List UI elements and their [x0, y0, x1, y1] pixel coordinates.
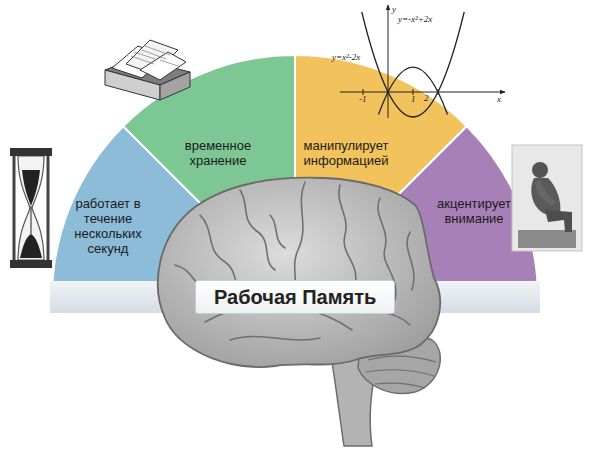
sulcus-line — [270, 215, 285, 248]
statue-arm — [536, 180, 556, 206]
photo-frame — [512, 145, 582, 251]
cerebellum-folds — [366, 356, 436, 388]
hourglass-post — [13, 156, 16, 260]
text-holder: работает в течение нескольких секунд — [65, 196, 151, 256]
title-band: Рабочая Память — [195, 280, 395, 314]
base-strip — [50, 281, 540, 313]
file-box-icon — [105, 40, 190, 100]
statue-head — [532, 162, 548, 178]
function-graph — [340, 5, 505, 118]
graph-label: y=-x²+2x — [398, 14, 432, 24]
statue-torso — [531, 178, 560, 214]
graph-label: 2 — [424, 93, 429, 103]
text-holder: временное хранение — [170, 138, 266, 168]
sulcus-line — [230, 336, 320, 340]
hourglass-sand — [22, 170, 40, 206]
sulcus-line — [200, 215, 250, 295]
parabola-curve — [362, 12, 464, 117]
graph-label: -1 — [359, 94, 367, 104]
cerebrum — [158, 178, 440, 367]
graph-label: 1 — [411, 94, 416, 104]
sulcus-line — [205, 304, 352, 330]
graph-label: x — [497, 94, 501, 104]
sand-stream — [31, 206, 32, 234]
brain-gyri — [175, 182, 414, 340]
y-axis — [388, 5, 389, 118]
thinker-picture — [512, 145, 582, 251]
graph-label: y=x²-2x — [332, 52, 360, 62]
hourglass-plate — [10, 148, 52, 156]
text-holder: акцентирует внимание — [431, 196, 517, 226]
paper-lines — [131, 46, 178, 66]
sulcus-line — [339, 185, 356, 285]
parabola-curve — [379, 67, 448, 114]
text-holder: Рабочая Память — [214, 285, 376, 309]
sulcus-line — [407, 232, 414, 290]
sulcus-line — [292, 182, 305, 300]
statue-pedestal — [518, 230, 576, 248]
text-holder: манипулирует информацией — [297, 138, 395, 168]
sulcus-line — [378, 198, 396, 300]
segment-text: манипулирует информацией — [297, 138, 395, 168]
segment-text: акцентирует внимание — [431, 196, 517, 226]
box-front — [105, 70, 160, 100]
title-text: Рабочая Память — [214, 285, 376, 309]
sulcus-line — [175, 265, 210, 290]
segment-text: временное хранение — [170, 138, 266, 168]
x-axis — [340, 92, 505, 93]
graph-label: y — [392, 4, 396, 14]
hourglass-plate — [10, 260, 52, 268]
statue-leg — [545, 210, 572, 232]
hourglass-post — [47, 156, 50, 260]
hourglass-icon — [10, 148, 52, 268]
hourglass-sand — [20, 234, 42, 258]
brain-illustration — [158, 178, 440, 446]
hourglass-glass — [18, 156, 44, 260]
segment-text: работает в течение нескольких секунд — [65, 196, 151, 256]
box-side — [160, 72, 190, 100]
sulcus-line — [240, 190, 275, 270]
sulcus-line — [360, 300, 410, 325]
